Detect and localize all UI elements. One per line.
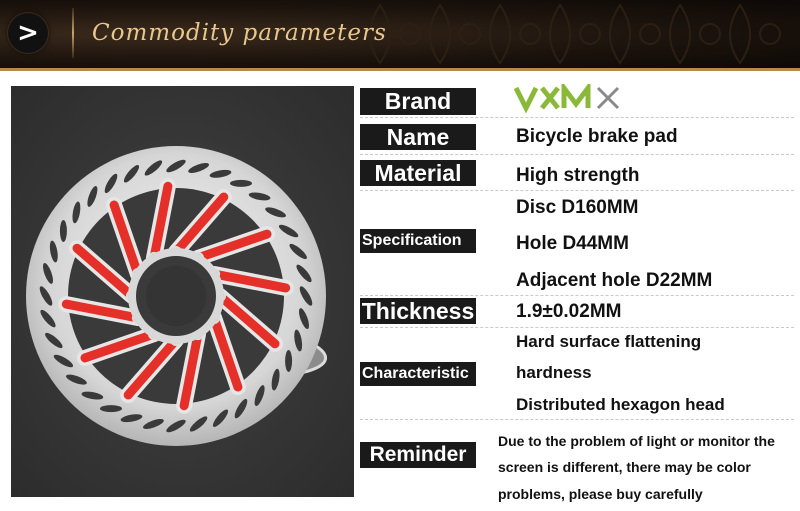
rotor-slot	[212, 409, 229, 427]
row-divider	[360, 117, 794, 118]
rotor-spoke-red	[209, 313, 243, 392]
rotor-slot	[296, 264, 312, 283]
rotor-slot	[209, 169, 232, 178]
row-divider	[360, 190, 794, 191]
rotor-spoke-red	[61, 299, 143, 323]
brand-label: Brand	[360, 88, 476, 115]
rotor-spoke-red	[123, 335, 181, 400]
rotor-slot	[166, 159, 186, 173]
vxmx-logo	[514, 84, 620, 114]
rotor-slot	[166, 419, 186, 433]
characteristic-value: hardness	[516, 363, 592, 382]
characteristic-value: Distributed hexagon head	[516, 395, 725, 414]
rotor-slot	[120, 414, 143, 423]
rotor-spoke-red	[72, 243, 137, 301]
rotor-spoke-red	[80, 329, 159, 363]
thickness-value: 1.9±0.02MM	[516, 301, 622, 322]
name-value: Bicycle brake pad	[516, 126, 678, 147]
rotor-slot	[189, 416, 208, 432]
rotor-spoke-red	[209, 269, 291, 293]
rotor-slot	[39, 286, 53, 306]
rotor-spoke-red	[193, 229, 272, 263]
rotor-spoke-red	[109, 200, 143, 279]
rotor-slot	[278, 224, 299, 238]
damask-pattern	[369, 3, 781, 65]
header-banner: > Commodity parameters	[0, 0, 800, 68]
rotor-slot	[59, 220, 67, 242]
material-value: High strength	[516, 165, 640, 186]
specification-value: Adjacent hole D22MM	[516, 270, 713, 291]
specification-value: Disc D160MM	[516, 197, 639, 218]
banner-title: Commodity parameters	[92, 20, 387, 46]
characteristic-value: Hard surface flattening	[516, 332, 702, 351]
rotor-slot	[87, 185, 98, 207]
row-divider	[360, 154, 794, 155]
material-label: Material	[360, 160, 476, 186]
rotor-slot	[144, 160, 163, 176]
rotor-slot	[254, 385, 265, 407]
reminder-value: screen is different, there may be color	[498, 459, 751, 475]
rotor-slot	[234, 398, 248, 419]
rotor-slot	[230, 179, 252, 187]
chevron-right-icon: >	[8, 13, 48, 53]
rotor-slot	[123, 165, 140, 183]
rotor-slot	[100, 405, 122, 413]
row-divider	[360, 327, 794, 328]
rotor-spoke-red	[171, 192, 229, 257]
rotor-slot	[294, 329, 303, 352]
row-divider	[360, 419, 794, 420]
rotor-slot	[271, 368, 280, 391]
rotor-slot	[248, 192, 271, 201]
rotor-slot	[72, 201, 81, 224]
rotor-slot	[49, 240, 58, 263]
rotor-slot	[265, 207, 287, 218]
rotor-slot	[299, 286, 313, 306]
rotor-slot	[45, 332, 63, 349]
rotor-slot	[81, 391, 104, 400]
rotor-slot	[65, 374, 87, 385]
rotor-spoke-red	[149, 181, 173, 263]
rotor-slot	[289, 243, 307, 260]
product-photo	[11, 86, 354, 497]
rotor-slot	[40, 309, 56, 328]
specification-label: Specification	[360, 229, 476, 253]
brake-disc-rotor-image	[26, 146, 328, 446]
reminder-value: problems, please buy carefully	[498, 486, 703, 502]
rotor-slot	[142, 419, 164, 429]
row-divider	[360, 295, 794, 296]
rotor-slot	[43, 262, 53, 284]
banner-bottom-border	[0, 68, 800, 71]
rotor-slot	[299, 308, 309, 330]
characteristic-label: Characteristic	[360, 362, 476, 386]
rotor-spoke-red	[179, 329, 203, 411]
rotor-slot	[285, 350, 293, 372]
reminder-value: Due to the problem of light or monitor t…	[498, 433, 775, 449]
banner-divider	[72, 8, 74, 58]
rotor-slot	[53, 354, 74, 368]
name-label: Name	[360, 124, 476, 150]
rotor-spoke-red	[215, 291, 280, 349]
rotor-slot	[104, 173, 118, 194]
reminder-label: Reminder	[360, 442, 476, 468]
rotor-slot	[188, 163, 210, 173]
thickness-label: Thickness	[360, 297, 476, 324]
specification-value: Hole D44MM	[516, 233, 629, 254]
